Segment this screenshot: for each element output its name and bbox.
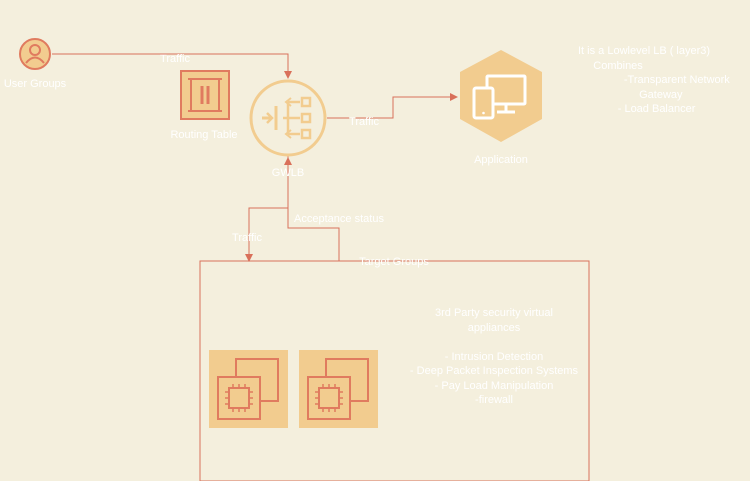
routing-table-label: Routing Table — [170, 129, 238, 141]
edge-label-target-traffic: Traffic — [232, 232, 262, 244]
gwlb-label: GWLB — [271, 167, 305, 179]
client-devices-icon[interactable] — [460, 50, 542, 142]
edge-label-app-traffic: Traffic — [349, 116, 379, 128]
user-groups-label: User Groups — [3, 78, 67, 90]
application-label: Application — [474, 154, 528, 166]
gateway-load-balancer-icon[interactable] — [249, 79, 327, 157]
user-icon[interactable] — [19, 38, 51, 70]
ec2-instance-icon[interactable] — [299, 350, 378, 428]
edge-label-user-traffic: Traffic — [160, 53, 190, 65]
routing-table-icon[interactable] — [180, 70, 230, 120]
target-groups-label: Target Groups — [359, 256, 429, 268]
appliances-note: 3rd Party security virtual appliances - … — [409, 307, 579, 406]
ec2-instance-icon[interactable] — [209, 350, 288, 428]
target-groups-box[interactable] — [199, 260, 590, 481]
edge-label-acceptance-status: Acceptance status — [294, 213, 384, 225]
gwlb-description-note: It is a Lowlevel LB ( layer3) Combines -… — [578, 45, 730, 115]
edge-gwlb-to-app — [327, 93, 458, 119]
edge-targets-to-gwlb — [284, 157, 340, 261]
edge-user-to-gwlb — [52, 53, 292, 79]
